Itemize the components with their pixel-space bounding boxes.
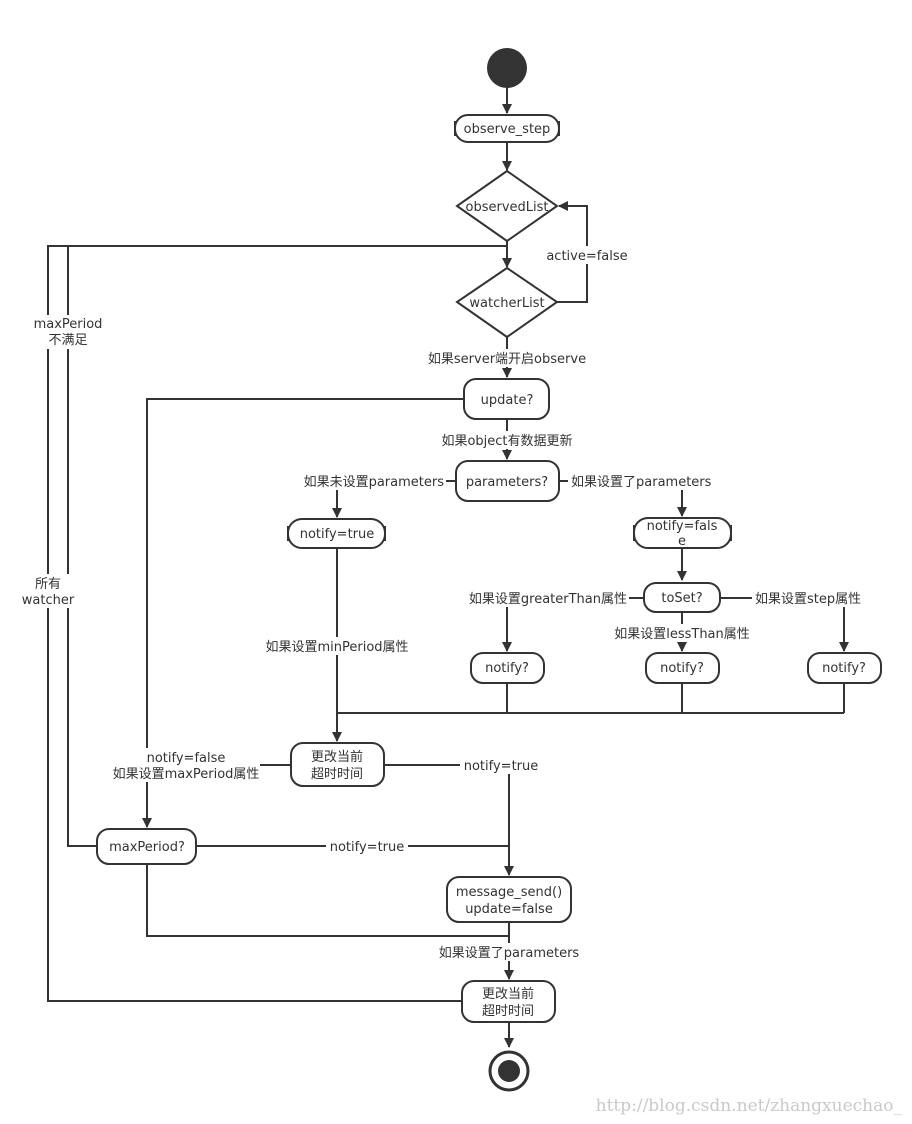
start-node	[487, 48, 527, 88]
notify-b-node: notify?	[645, 652, 720, 684]
label-notify-true-2: notify=true	[330, 840, 405, 855]
observe-step-label: observe_step	[464, 122, 551, 137]
to-set-node: toSet?	[643, 582, 721, 613]
notify-false-label-line2: e	[678, 534, 686, 549]
label-all-watcher-2: watcher	[22, 593, 75, 608]
observed-list-label: observedList	[466, 200, 549, 215]
watcher-list-label: watcherList	[469, 296, 544, 311]
to-set-label: toSet?	[661, 591, 702, 606]
label-notify-true-1: notify=true	[464, 759, 539, 774]
watcher-list-decision: watcherList	[455, 266, 559, 339]
reset-timeout-node-2: 更改当前 超时时间	[461, 980, 556, 1023]
reset-timeout-2-line2: 超时时间	[482, 1004, 534, 1019]
notify-false-node: notify=fals e	[633, 517, 732, 549]
message-send-line2: update=false	[465, 902, 553, 917]
label-active-false: active=false	[546, 249, 627, 264]
label-min-period: 如果设置minPeriod属性	[265, 639, 408, 655]
notify-false-label-line1: notify=fals	[647, 519, 718, 534]
label-max-period-attr: 如果设置maxPeriod属性	[113, 766, 260, 782]
observed-list-decision: observedList	[455, 169, 559, 243]
label-less-than: 如果设置lessThan属性	[614, 626, 750, 642]
notify-c-node: notify?	[807, 652, 882, 684]
edge-labels: active=false maxPeriod 不满足 所有 watcher 如果…	[18, 246, 864, 961]
label-all-watcher-1: 所有	[35, 577, 61, 592]
reset-timeout-2-line1: 更改当前	[482, 986, 534, 1002]
edge-max-period-bypass	[146, 864, 509, 937]
edge-max-period-unmet-loop	[67, 245, 506, 847]
notify-a-label: notify?	[485, 661, 529, 676]
label-has-parameters-2: 如果设置了parameters	[439, 945, 580, 961]
notify-c-label: notify?	[822, 661, 866, 676]
notify-true-node: notify=true	[287, 518, 386, 549]
edge-all-watcher-loop	[47, 245, 462, 1002]
label-notify-false: notify=false	[147, 751, 226, 766]
parameters-label: parameters?	[466, 475, 548, 490]
notify-true-label: notify=true	[300, 527, 375, 542]
update-label: update?	[481, 393, 534, 408]
max-period-node: maxPeriod?	[96, 828, 197, 865]
label-no-parameters: 如果未设置parameters	[304, 474, 445, 490]
notify-b-label: notify?	[660, 661, 704, 676]
reset-timeout-1-line2: 超时时间	[311, 767, 363, 782]
label-greater-than: 如果设置greaterThan属性	[469, 591, 627, 607]
watermark: http://blog.csdn.net/zhangxuechao_	[596, 1096, 903, 1116]
label-object-updated: 如果object有数据更新	[441, 433, 572, 449]
reset-timeout-node-1: 更改当前 超时时间	[290, 742, 385, 787]
end-node	[488, 1050, 530, 1092]
edge-update-to-max-period	[142, 398, 464, 828]
max-period-label: maxPeriod?	[109, 840, 185, 855]
message-send-node: message_send() update=false	[446, 876, 572, 923]
reset-timeout-1-line1: 更改当前	[311, 749, 363, 765]
notify-a-node: notify?	[470, 652, 545, 684]
label-server-observe: 如果server端开启observe	[428, 351, 586, 367]
label-step-attr: 如果设置step属性	[755, 591, 861, 607]
update-node: update?	[463, 378, 550, 420]
label-max-period-unmet-2: 不满足	[48, 333, 87, 348]
label-max-period-unmet-1: maxPeriod	[34, 317, 103, 332]
label-has-parameters: 如果设置了parameters	[571, 474, 712, 490]
nodes: observe_step observedList watcherList up…	[96, 48, 882, 1092]
edge-reset-timeout-to-message-send	[384, 764, 514, 876]
parameters-node: parameters?	[455, 460, 560, 502]
message-send-line1: message_send()	[456, 885, 562, 900]
observe-step-node: observe_step	[454, 114, 560, 143]
